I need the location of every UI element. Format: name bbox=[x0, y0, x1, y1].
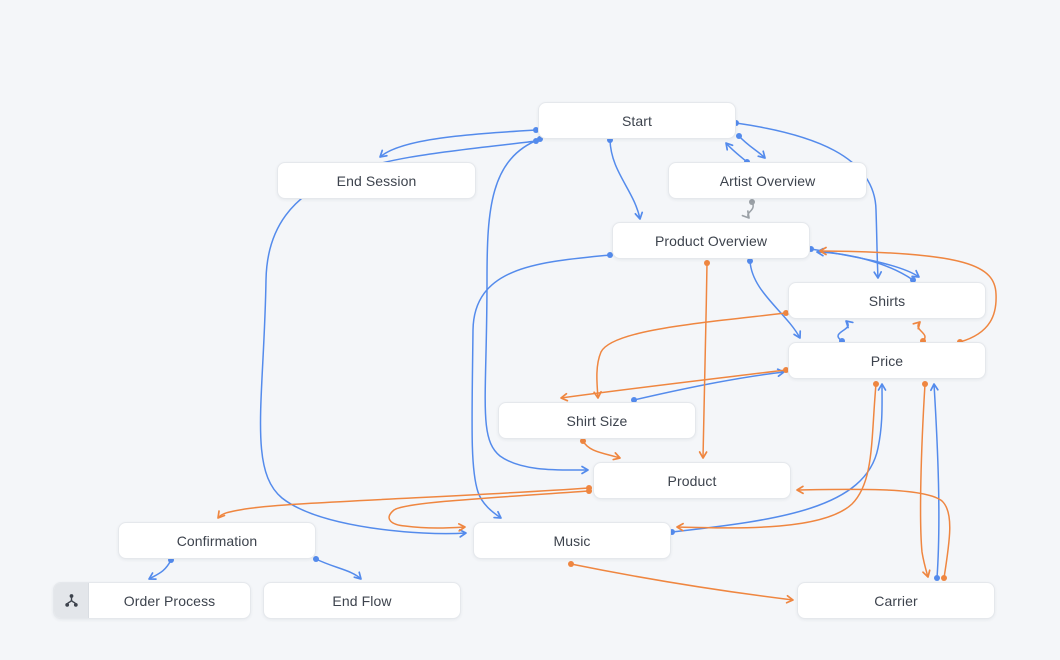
edge-shirts-to-shirt_size[interactable] bbox=[593, 310, 789, 399]
edge-start-to-artist_overview[interactable] bbox=[736, 133, 766, 159]
edge-product_overview-to-product[interactable] bbox=[698, 260, 710, 459]
node-order_process[interactable]: Order Process bbox=[53, 582, 251, 619]
edge-start-to-product_overview[interactable] bbox=[607, 137, 644, 220]
node-price[interactable]: Price bbox=[788, 342, 986, 379]
node-label: Carrier bbox=[874, 592, 918, 609]
node-label: End Session bbox=[336, 172, 417, 189]
edge-music-to-carrier[interactable] bbox=[568, 561, 794, 604]
node-label: Order Process bbox=[123, 592, 216, 609]
edge-start-to-end_session[interactable] bbox=[379, 127, 539, 158]
node-label: Shirt Size bbox=[566, 412, 628, 429]
edge-shirt_size-to-product[interactable] bbox=[580, 438, 621, 461]
node-label: Product bbox=[667, 472, 717, 489]
node-label: Shirts bbox=[868, 292, 906, 309]
edge-product_overview-to-price[interactable] bbox=[747, 258, 802, 339]
node-label: Confirmation bbox=[176, 532, 258, 549]
node-music[interactable]: Music bbox=[473, 522, 671, 559]
node-confirmation[interactable]: Confirmation bbox=[118, 522, 316, 559]
node-icon-chip bbox=[54, 583, 89, 618]
node-product[interactable]: Product bbox=[593, 462, 791, 499]
node-shirts[interactable]: Shirts bbox=[788, 282, 986, 319]
edge-artist_overview-to-start[interactable] bbox=[725, 142, 750, 165]
node-shirt_size[interactable]: Shirt Size bbox=[498, 402, 696, 439]
edge-product_overview-to-music[interactable] bbox=[471, 252, 613, 519]
node-label: Product Overview bbox=[654, 232, 768, 249]
subflow-icon bbox=[64, 594, 78, 607]
edge-price-to-music[interactable] bbox=[676, 381, 879, 532]
node-label: End Flow bbox=[332, 592, 392, 609]
node-label: Artist Overview bbox=[719, 172, 816, 189]
node-end_flow[interactable]: End Flow bbox=[263, 582, 461, 619]
node-artist_overview[interactable]: Artist Overview bbox=[668, 162, 867, 199]
node-start[interactable]: Start bbox=[538, 102, 736, 139]
edge-price-to-product_overview[interactable] bbox=[819, 246, 997, 345]
edge-price-to-shirts[interactable] bbox=[912, 321, 926, 344]
edge-artist_overview-to-product_overview[interactable] bbox=[741, 199, 755, 219]
edge-product-to-confirmation[interactable] bbox=[217, 485, 592, 519]
edge-product-to-music[interactable] bbox=[388, 488, 592, 532]
node-end_session[interactable]: End Session bbox=[277, 162, 476, 199]
node-label: Start bbox=[621, 112, 653, 129]
edge-start-to-music[interactable] bbox=[259, 138, 539, 538]
node-label: Price bbox=[870, 352, 904, 369]
edge-price-to-carrier[interactable] bbox=[919, 381, 931, 578]
edge-carrier-to-price[interactable] bbox=[930, 383, 940, 581]
node-label: Music bbox=[553, 532, 591, 549]
edge-shirts-to-product_overview[interactable] bbox=[816, 247, 916, 283]
edge-price-to-shirts[interactable] bbox=[837, 320, 854, 344]
edge-carrier-to-product[interactable] bbox=[796, 485, 951, 581]
node-carrier[interactable]: Carrier bbox=[797, 582, 995, 619]
edge-confirmation-to-end_flow[interactable] bbox=[313, 556, 362, 580]
edge-price-to-shirt_size[interactable] bbox=[560, 367, 789, 402]
node-product_overview[interactable]: Product Overview bbox=[612, 222, 810, 259]
edge-confirmation-to-order_process[interactable] bbox=[148, 557, 174, 580]
